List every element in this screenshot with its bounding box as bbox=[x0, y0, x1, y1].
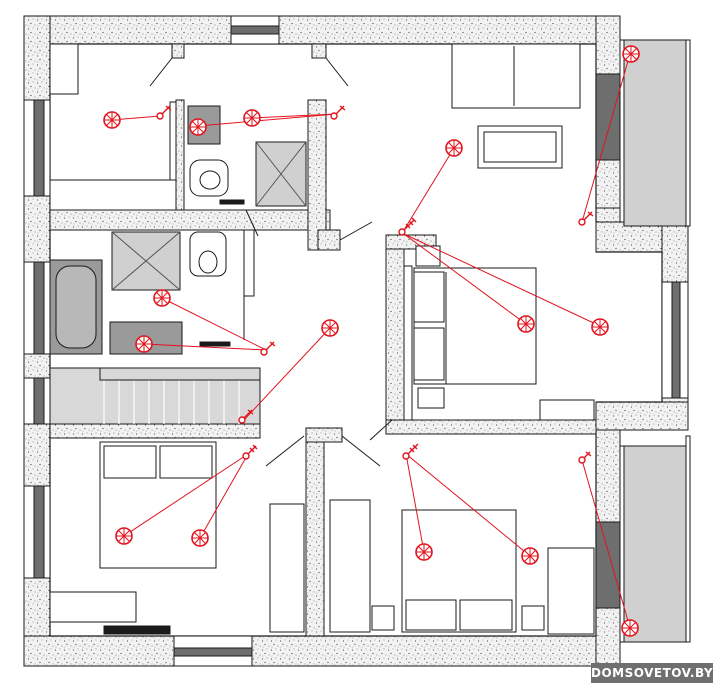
dresser-east bbox=[539, 399, 595, 421]
window-east-1 bbox=[595, 73, 621, 161]
ceiling-light-icon bbox=[517, 315, 535, 333]
wall-north-stub-1 bbox=[171, 43, 185, 59]
wardrobe-south bbox=[329, 499, 371, 633]
triple-light-switch-icon bbox=[402, 443, 419, 460]
north-wall bbox=[23, 15, 621, 45]
east-bay-wall-bottom bbox=[595, 401, 689, 431]
wardrobe-upper-left bbox=[49, 43, 79, 95]
ceiling-light-icon bbox=[103, 111, 121, 129]
light-switches bbox=[156, 105, 594, 464]
windows bbox=[23, 15, 689, 667]
interior-walls bbox=[49, 43, 597, 637]
ceiling-light-icon bbox=[189, 118, 207, 136]
ceiling-light-icon bbox=[445, 139, 463, 157]
desk-south-west bbox=[49, 591, 137, 623]
nightstand-south-2 bbox=[521, 605, 545, 631]
nightstand-east bbox=[415, 245, 441, 267]
ceiling-light-icon bbox=[622, 45, 640, 63]
light-switch-icon bbox=[578, 211, 594, 226]
ceiling-light-icon bbox=[521, 547, 539, 565]
doors bbox=[149, 57, 393, 467]
terraces bbox=[619, 39, 691, 643]
ceiling-light-icon bbox=[191, 529, 209, 547]
staircase bbox=[49, 367, 261, 425]
wall-south-left-top bbox=[49, 423, 261, 439]
wall-bedroom-east-bottom bbox=[385, 419, 597, 435]
wall-bedroom-east-left bbox=[385, 234, 405, 421]
watermark-logo: DOMSOVETOV.BY bbox=[591, 663, 713, 683]
light-switch-icon bbox=[578, 451, 592, 464]
ceiling-light-icon bbox=[135, 335, 153, 353]
ceiling-light-icon bbox=[621, 619, 639, 637]
ceiling-light-icon bbox=[415, 543, 433, 561]
wall-north-stub-2 bbox=[311, 43, 327, 59]
wall-corridor-stub bbox=[317, 229, 341, 251]
light-switch-icon bbox=[156, 105, 172, 120]
wall-upper-left-rooms bbox=[49, 209, 331, 231]
ceiling-light-icon bbox=[115, 527, 133, 545]
triple-light-switch-icon bbox=[398, 217, 417, 236]
wall-south-divider-cap bbox=[305, 427, 343, 443]
light-switch-icon bbox=[330, 105, 346, 120]
ceiling-light-icon bbox=[153, 289, 171, 307]
wardrobe-south-mid bbox=[269, 503, 305, 633]
window-east-3 bbox=[595, 521, 621, 609]
wall-corridor-vertical-upper bbox=[307, 99, 327, 251]
dresser-south bbox=[547, 547, 595, 635]
nightstand-east-2 bbox=[417, 387, 445, 409]
south-wall bbox=[23, 635, 605, 667]
nightstand-south-1 bbox=[371, 605, 395, 631]
triple-light-switch-icon bbox=[242, 444, 258, 460]
east-bay-joint bbox=[595, 207, 621, 223]
light-switch-icon bbox=[260, 341, 276, 356]
sofa bbox=[451, 43, 581, 109]
ceiling-light-icon bbox=[243, 109, 261, 127]
furniture bbox=[49, 43, 595, 635]
ceiling-light-icon bbox=[591, 318, 609, 336]
ceiling-lights bbox=[103, 45, 640, 637]
wall-south-divider bbox=[305, 427, 325, 637]
ceiling-light-icon bbox=[321, 319, 339, 337]
light-switch-icon bbox=[238, 409, 254, 424]
bath-partition bbox=[243, 229, 255, 297]
wall-bath-partition bbox=[175, 99, 185, 211]
